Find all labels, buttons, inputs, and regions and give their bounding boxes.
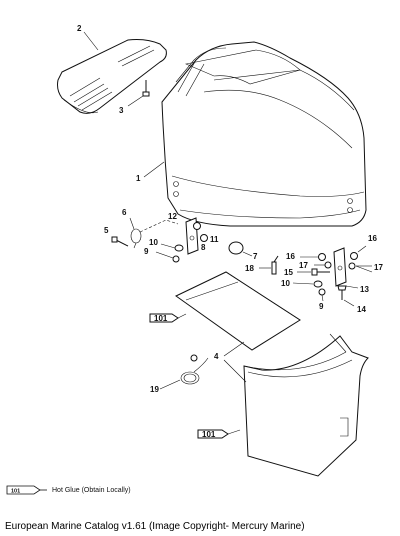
part-10-washer [174,244,184,252]
callout-13: 13 [360,285,369,294]
callout-11: 11 [210,235,219,244]
glue-tube-lower: 101 [197,429,241,439]
part-7-plug [228,241,244,255]
callout-18: 18 [245,264,254,273]
part-4-seal-sheet [175,271,301,351]
callout-9-left: 9 [144,247,149,256]
callout-16-right: 16 [368,234,377,243]
callout-2: 2 [77,24,82,33]
part-16-nut [318,252,358,261]
callout-8: 8 [201,243,206,252]
part-4-lower-shroud [243,333,369,477]
callout-15: 15 [284,268,293,277]
glue-label-upper: 101 [154,314,168,323]
part-1-main-cowl [161,41,367,227]
callout-10-right: 10 [281,279,290,288]
part-15-screw [311,268,330,276]
legend-text: Hot Glue (Obtain Locally) [52,486,131,494]
part-14-screw [337,285,347,300]
part-2-top-cover [57,39,167,114]
callout-6: 6 [122,208,127,217]
callout-5: 5 [104,226,109,235]
part-6-grommet [130,228,142,249]
callout-19: 19 [150,385,159,394]
part-5-screw [111,236,129,247]
part-18-stud [271,255,279,275]
legend: 101 Hot Glue (Obtain Locally) [6,484,131,496]
callout-10-left: 10 [149,238,158,247]
glue-tube-upper: 101 [149,313,187,323]
callout-7: 7 [253,252,258,261]
callout-9-right: 9 [319,302,324,311]
part-3-screw [142,80,150,97]
glue-label-lower: 101 [202,430,216,439]
glue-tube-icon: 101 [6,485,47,495]
part-12-nut [193,222,201,230]
callout-12: 12 [168,212,177,221]
legend-glue-label: 101 [11,489,20,495]
part-9-nut-right [318,288,326,296]
part-19-harness [180,354,209,385]
callout-3: 3 [119,106,124,115]
callout-4: 4 [214,352,219,361]
callout-1: 1 [136,174,141,183]
callout-16-left: 16 [286,252,295,261]
part-11-nut [200,234,208,242]
part-9-nut [172,255,180,263]
callout-14: 14 [357,305,366,314]
part-10-washer-right [313,280,323,288]
image-caption: European Marine Catalog v1.61 (Image Cop… [5,521,305,532]
part-13-bracket [333,247,347,287]
callout-17-left: 17 [299,261,308,270]
callout-17-right: 17 [374,263,383,272]
